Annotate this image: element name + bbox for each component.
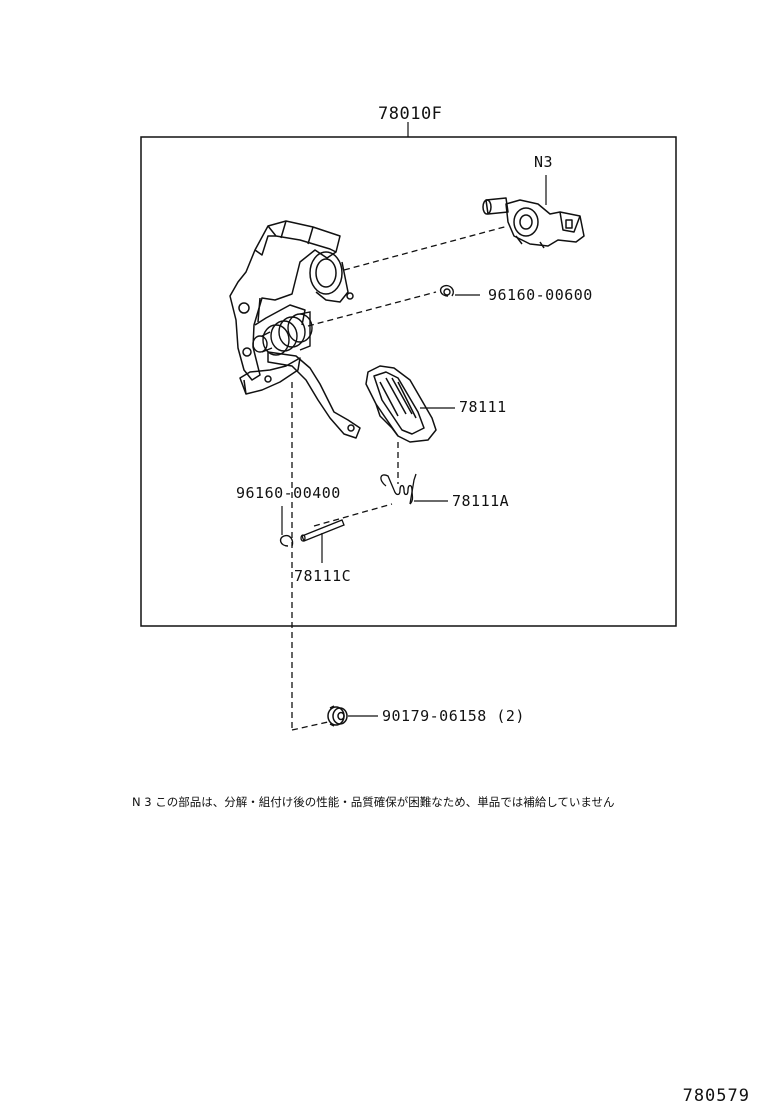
pedal-pad-part-number: 78111 xyxy=(459,398,507,416)
clip-drawings xyxy=(279,284,454,547)
pedal-arm-drawing xyxy=(267,351,361,439)
pedal-pad-drawing xyxy=(365,365,437,443)
sensor-part-number: N3 xyxy=(534,153,554,171)
return-spring-drawing xyxy=(380,473,417,505)
return-spring-part-number: 78111A xyxy=(452,492,510,510)
assembly-dashed-lines xyxy=(291,225,509,732)
throttle-sensor-drawing xyxy=(482,197,585,249)
pivot-spring-drawing xyxy=(252,311,313,356)
supply-note: N 3 この部品は、分解・組付け後の性能・品質確保が困難なため、単品では補給して… xyxy=(132,795,615,809)
pedal-bracket-drawing xyxy=(229,220,354,395)
assembly-frame xyxy=(140,136,677,627)
leader-lines xyxy=(281,175,547,717)
clip-lower-part-number: 96160-00400 xyxy=(236,484,341,502)
assembly-part-number: 78010F xyxy=(378,104,443,124)
clip-upper-part-number: 96160-00600 xyxy=(488,286,593,304)
nut-part-number: 90179-06158 (2) xyxy=(382,707,525,725)
nut-drawing xyxy=(327,705,348,727)
illustration-number: 780579 xyxy=(682,1086,750,1106)
pin-part-number: 78111C xyxy=(294,567,352,585)
pin-drawing xyxy=(300,519,345,542)
